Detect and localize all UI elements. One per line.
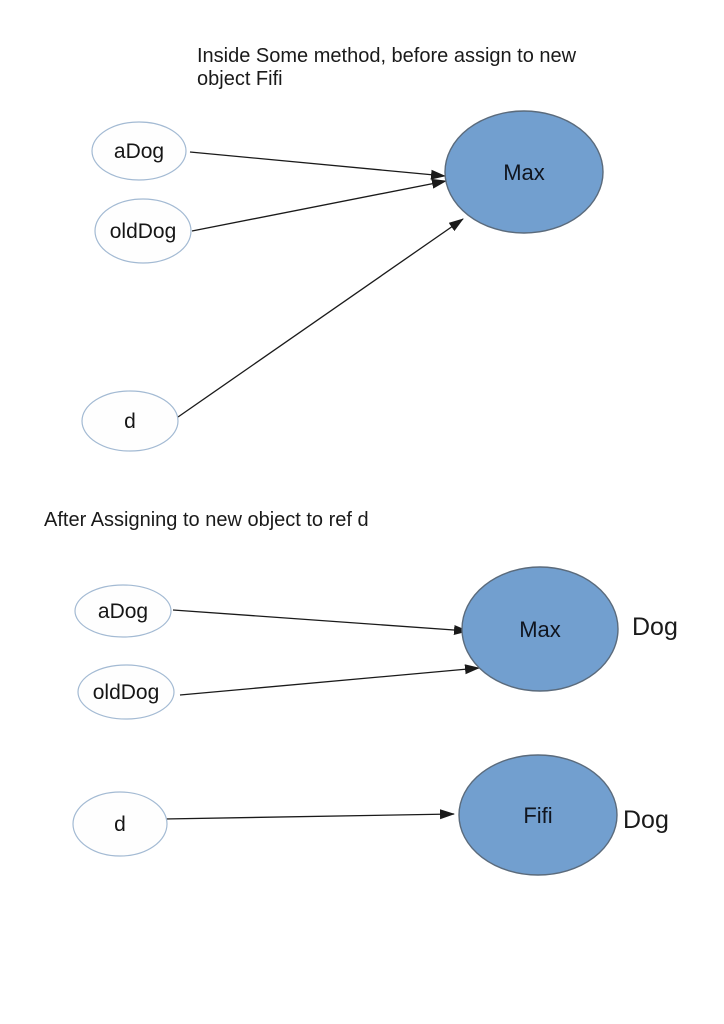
arrow-olddog-to-max <box>179 664 480 696</box>
object-label-fifi: Fifi <box>523 803 552 828</box>
before-diagram-title: Inside Some method, before assign to new… <box>197 45 577 90</box>
arrow-d-to-fifi <box>163 809 455 820</box>
arrow-adog-to-max <box>172 609 469 635</box>
ref-label-d: d <box>124 410 136 433</box>
ref-node-d <box>72 791 168 857</box>
ref-label-adog: aDog <box>98 600 148 623</box>
after-diagram: aDog oldDog d Max Fifi <box>72 566 619 876</box>
object-label-max: Max <box>519 617 561 642</box>
before-diagram: aDog oldDog d Max <box>81 110 604 452</box>
max-type-label: Dog <box>632 613 678 641</box>
object-node-fifi <box>458 754 618 876</box>
ref-node-d <box>81 390 179 452</box>
arrow-adog-to-max <box>189 151 446 180</box>
ref-label-olddog: oldDog <box>110 220 177 243</box>
ref-node-olddog <box>77 664 175 720</box>
after-diagram-title: After Assigning to new object to ref d <box>44 509 369 531</box>
arrow-olddog-to-max <box>191 178 447 232</box>
ref-node-adog <box>91 121 187 181</box>
ref-node-olddog <box>94 198 192 264</box>
ref-label-olddog: oldDog <box>93 681 160 704</box>
object-node-max <box>461 566 619 692</box>
ref-label-adog: aDog <box>114 140 164 163</box>
object-label-max: Max <box>503 160 545 185</box>
ref-label-d: d <box>114 813 126 836</box>
fifi-type-label: Dog <box>623 806 669 834</box>
arrow-d-to-max <box>177 218 464 418</box>
ref-node-adog <box>74 584 172 638</box>
object-node-max <box>444 110 604 234</box>
